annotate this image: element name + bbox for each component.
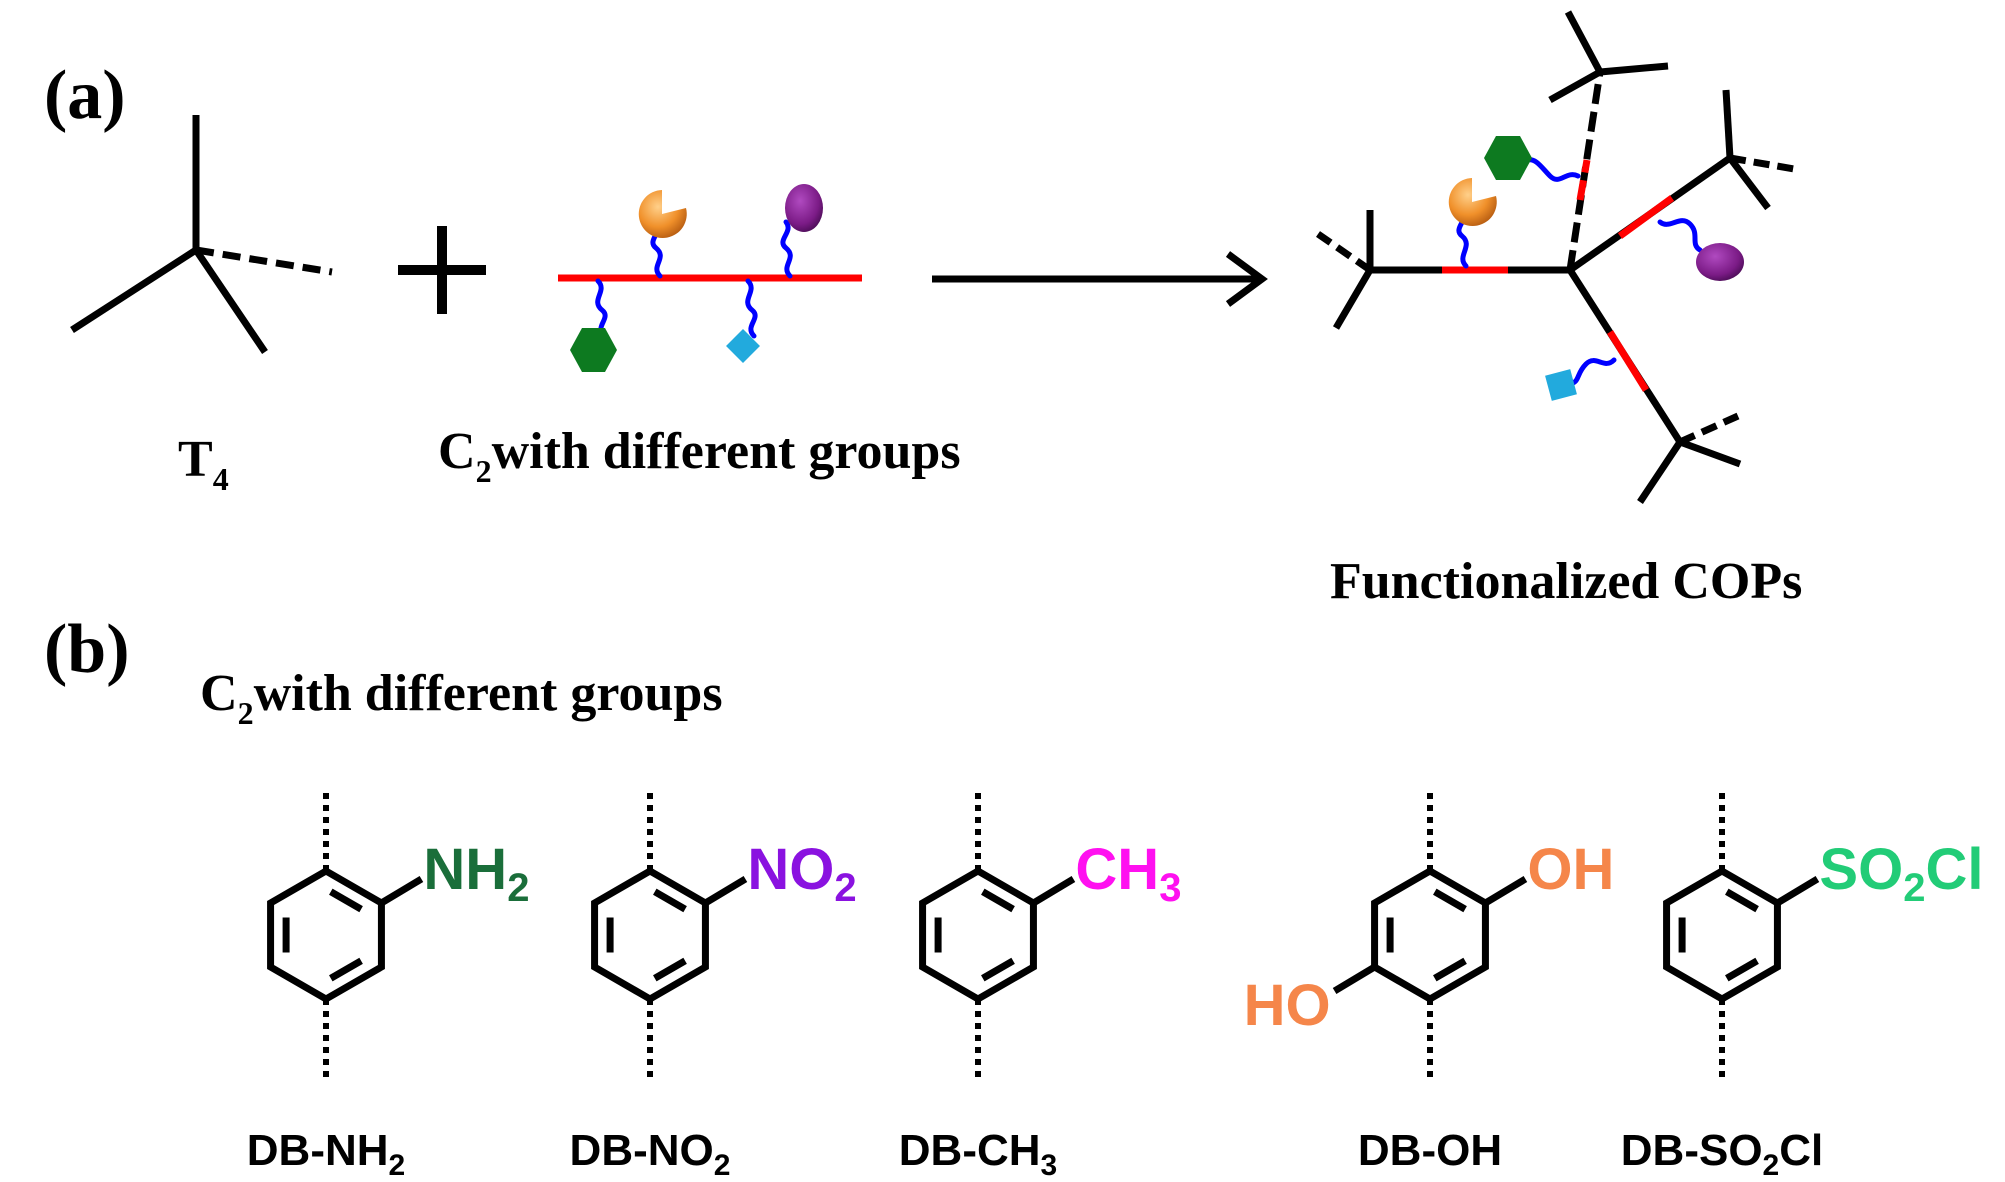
functional-group-label: SO2Cl [1819,837,1983,910]
orange-group-icon [1448,178,1497,226]
substituent-bond [1332,963,1377,995]
molecule-name: DB-NO2 [570,1126,731,1182]
functional-group-label: NO2 [747,837,856,910]
c2-label-b: C2with different groups [200,665,723,731]
substituent-bond [1031,875,1076,907]
functional-group-label: CH3 [1075,837,1181,910]
double-bond [329,888,363,913]
green-hexagon-icon [570,328,617,372]
t4-label: T4 [178,431,229,497]
molecule-name: DB-NH2 [247,1126,405,1182]
double-bond [981,888,1015,913]
molecule-name: DB-OH [1358,1126,1502,1175]
molecule-name: DB-SO2Cl [1621,1126,1823,1182]
substituent-bond [1483,875,1528,907]
reaction-arrow [932,251,1268,307]
cop-network [1316,10,1801,504]
double-bond [653,888,687,913]
green-hexagon-icon [1484,136,1532,180]
double-bond [1725,888,1759,913]
double-bond [1725,957,1759,982]
orange-group-icon [638,190,687,238]
product-label: Functionalized COPs [1330,553,1802,610]
purple-group-icon [1696,243,1744,281]
substituent-bond [703,875,748,907]
purple-group-icon [785,184,823,232]
c2-label-a: C2with different groups [438,423,961,489]
functional-group-label: HO [1244,973,1331,1038]
panel-a-label: (a) [44,57,126,134]
double-bond [1433,957,1467,982]
panel-b-label: (b) [44,611,130,688]
cyan-square-icon [1545,369,1577,401]
molecule-4: OH HO DB-OH [1244,791,1614,1175]
double-bond [1433,888,1467,913]
molecule-name: DB-CH3 [899,1126,1057,1182]
double-bond [653,957,687,982]
functional-group-label: OH [1527,837,1614,902]
substituent-bond [1775,875,1820,907]
double-bond [329,957,363,982]
substituent-bond [379,875,424,907]
cyan-diamond-icon [726,329,760,363]
double-bond [981,957,1015,982]
c2-monomer [558,184,862,372]
monomer-structures: NH2DB-NH2NO2DB-NO2CH3DB-CH3OHHODB-OHSO2C… [247,791,1983,1182]
functional-group-label: NH2 [423,837,529,910]
t4-monomer [70,115,333,354]
plus-icon [398,226,486,314]
